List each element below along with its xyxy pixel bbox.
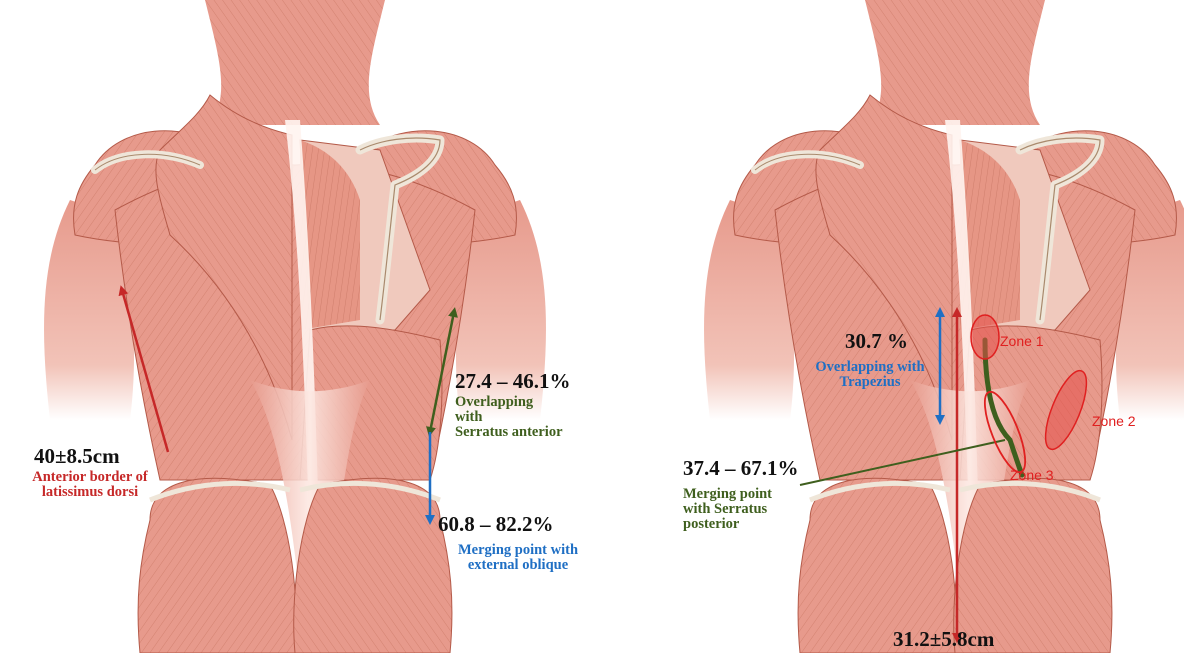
trapezius-overlap-label: Overlapping with Trapezius xyxy=(800,360,940,390)
serratus-posterior-line-2: with Serratus xyxy=(683,502,772,517)
serratus-anterior-label: Overlapping with Serratus anterior xyxy=(455,395,563,441)
total-length-value: 31.2±5.8cm xyxy=(893,628,994,650)
right-back-figure xyxy=(704,0,1184,653)
trapezius-overlap-line-2: Trapezius xyxy=(800,375,940,390)
external-oblique-line-1: Merging point with xyxy=(438,543,598,558)
serratus-anterior-line-3: Serratus anterior xyxy=(455,425,563,440)
external-oblique-label: Merging point with external oblique xyxy=(438,543,598,573)
merge-range-value: 60.8 – 82.2% xyxy=(438,513,554,535)
zone1-marker xyxy=(971,315,999,359)
serratus-anterior-line-1: Overlapping xyxy=(455,395,563,410)
distance-value: 40±8.5cm xyxy=(34,445,120,467)
zone2-label: Zone 2 xyxy=(1092,414,1136,429)
anterior-border-label: Anterior border of latissimus dorsi xyxy=(20,470,160,500)
serratus-posterior-label: Merging point with Serratus posterior xyxy=(683,487,772,533)
anterior-border-line-2: latissimus dorsi xyxy=(20,485,160,500)
serratus-posterior-range-value: 37.4 – 67.1% xyxy=(683,457,799,479)
serratus-posterior-line-1: Merging point xyxy=(683,487,772,502)
anterior-border-line-1: Anterior border of xyxy=(20,470,160,485)
zone3-label: Zone 3 xyxy=(1010,468,1054,483)
serratus-posterior-line-3: posterior xyxy=(683,517,772,532)
serratus-anterior-line-2: with xyxy=(455,410,563,425)
trapezius-overlap-line-1: Overlapping with xyxy=(800,360,940,375)
external-oblique-line-2: external oblique xyxy=(438,558,598,573)
overlap-range-value: 27.4 – 46.1% xyxy=(455,370,571,392)
trapezius-overlap-value: 30.7 % xyxy=(845,330,908,352)
zone1-label: Zone 1 xyxy=(1000,334,1044,349)
